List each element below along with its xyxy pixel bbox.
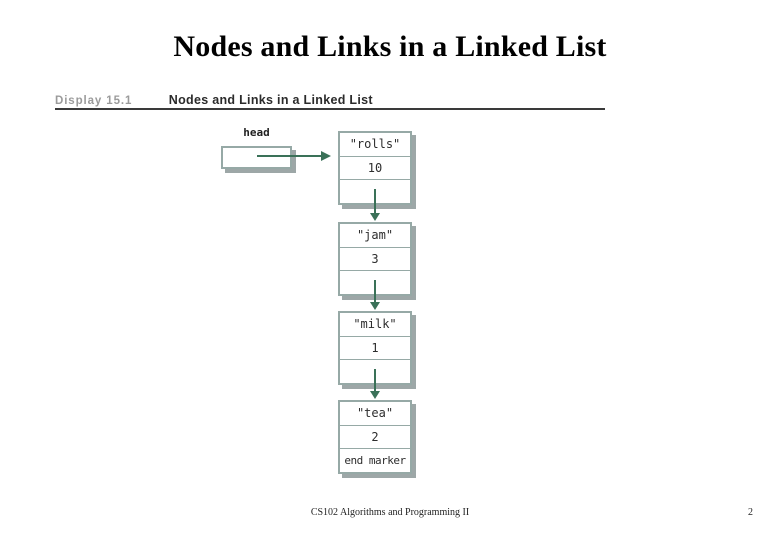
link-arrow-head-icon [370,302,380,310]
linked-list-node-tea: "tea" 2 end marker [338,400,412,474]
node-value: "tea" [356,406,394,421]
link-arrow-line [374,369,376,392]
linked-list-node-milk: "milk" 1 [338,311,412,385]
figure-header: Display 15.1 Nodes and Links in a Linked… [55,91,605,110]
head-arrow-head-icon [321,151,331,161]
link-arrow-head-icon [370,391,380,399]
node-count: 1 [340,335,410,360]
head-pointer-box [221,146,292,169]
node-link-cell [340,359,410,383]
node-value: "milk" [353,317,397,332]
node-count: 2 [340,424,410,449]
node-count: 10 [340,155,410,180]
link-arrow-line [374,189,376,214]
footer-course-label: CS102 Algorithms and Programming II [310,507,470,518]
head-pointer-label: head [243,126,270,139]
page-title: Nodes and Links in a Linked List [173,30,607,63]
end-marker-label: end marker [340,448,410,472]
figure-display-label: Display 15.1 [55,95,133,107]
node-link-cell [340,179,410,203]
node-link-cell [340,270,410,294]
head-arrow-line [257,155,323,157]
figure-caption: Nodes and Links in a Linked List [168,93,373,107]
node-value: "rolls" [349,137,401,152]
footer-page-number: 2 [748,507,753,518]
node-count: 3 [340,246,410,271]
node-value: "jam" [356,228,394,243]
link-arrow-line [374,280,376,303]
link-arrow-head-icon [370,213,380,221]
